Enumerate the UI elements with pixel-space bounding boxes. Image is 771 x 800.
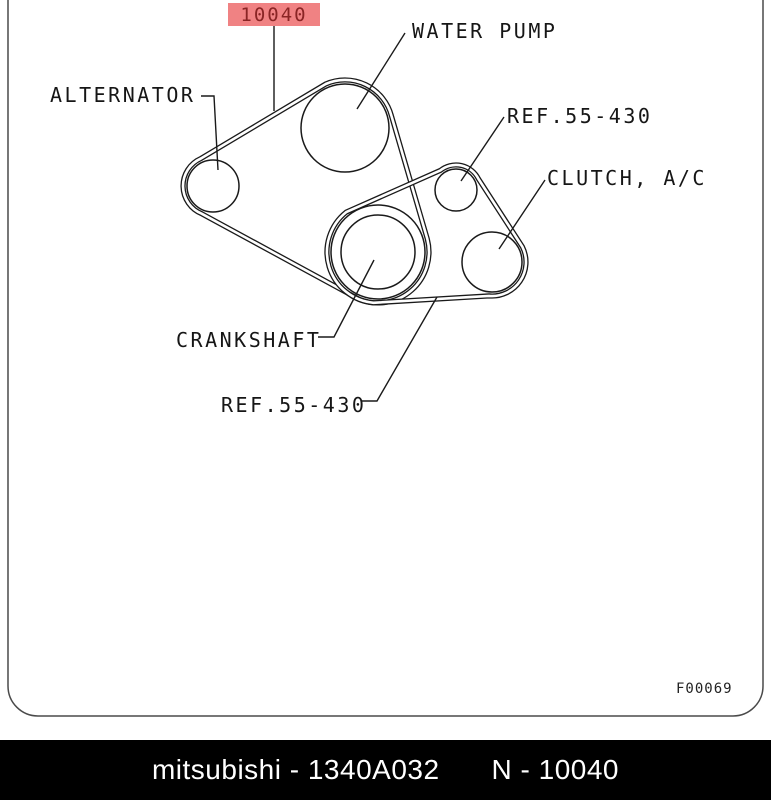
figure-code: F00069	[676, 681, 733, 697]
drive-belt-10040-inner	[181, 78, 431, 305]
leader-ref-upper	[460, 116, 505, 182]
water-pump-pulley	[300, 83, 390, 173]
alternator-pulley	[186, 159, 240, 213]
idler-pulley	[434, 168, 478, 212]
leader-clutch-ac	[498, 179, 546, 250]
belt-diagram-canvas	[7, 0, 764, 717]
belt-routing-diagram: 10040 WATER PUMP ALTERNATOR REF.55-430 C…	[7, 0, 764, 717]
ac-drive-belt-inner	[325, 163, 528, 305]
label-water-pump: WATER PUMP	[412, 19, 558, 43]
caption-bar: mitsubishi - 1340A032 N - 10040	[0, 740, 771, 800]
crankshaft-pulley-inner	[340, 214, 416, 290]
diagram-frame	[7, 0, 764, 717]
label-ref-lower: REF.55-430	[221, 393, 367, 417]
leader-water-pump	[356, 32, 406, 110]
leader-crankshaft	[318, 259, 375, 338]
leader-ref-lower	[362, 296, 438, 402]
ac-clutch-pulley	[461, 231, 523, 293]
leader-alternator	[201, 95, 219, 171]
part-number-highlight[interactable]: 10040	[228, 3, 320, 26]
label-crankshaft: CRANKSHAFT	[176, 328, 322, 352]
label-clutch-ac: CLUTCH, A/C	[547, 166, 707, 190]
caption-brand-part: mitsubishi - 1340A032	[151, 754, 440, 785]
label-alternator: ALTERNATOR	[50, 83, 196, 107]
label-ref-upper: REF.55-430	[507, 104, 653, 128]
caption-catalog-ref: N - 10040	[491, 754, 619, 785]
